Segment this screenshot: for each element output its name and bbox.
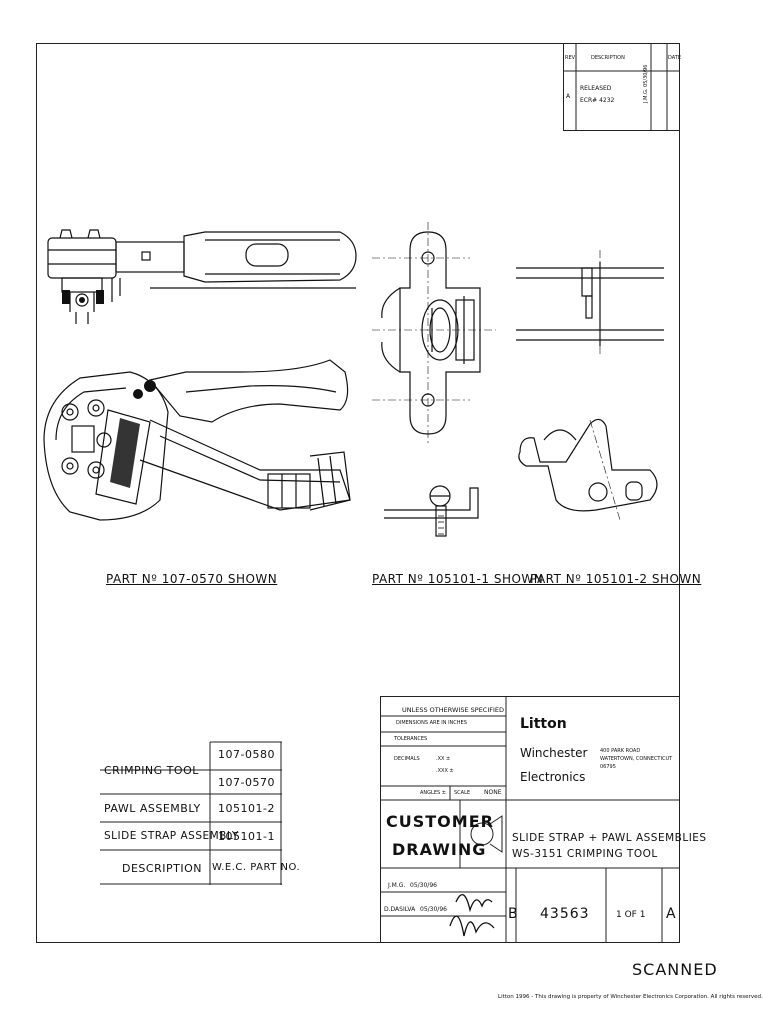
customer-drawing-line-2: DRAWING — [392, 840, 487, 859]
company-sub-2: Electronics — [520, 770, 586, 784]
tb-angles: ANGLES ± — [420, 790, 446, 796]
pawl-assembly-drawing — [516, 250, 664, 521]
view-label-crimping-tool: PART Nº 107-0570 SHOWN — [106, 572, 278, 586]
drawn-date: 05/30/96 — [410, 882, 437, 889]
drawn-by: J.M.G. — [388, 882, 406, 889]
drawing-sheet-border — [36, 43, 680, 943]
parts-row-3-description: PAWL ASSEMBLY — [104, 802, 201, 815]
parts-row-2-description: CRIMPING TOOL — [104, 764, 199, 777]
parts-row-1-part-no: 107-0580 — [218, 748, 275, 761]
crimping-tool-top-view — [47, 229, 357, 324]
revision-ecr: ECR# 4232 — [580, 97, 615, 104]
tb-tolerance-xx: .XX ± — [436, 756, 451, 762]
tb-scale-label: SCALE — [454, 790, 471, 796]
drawing-size: B — [508, 906, 518, 922]
revision-letter: A — [566, 93, 571, 100]
revision-description: RELEASED — [580, 85, 612, 92]
company-logo-text: Litton — [520, 716, 567, 732]
slide-strap-drawing — [372, 222, 496, 537]
approved-by: D.DASILVA — [384, 906, 416, 913]
revision-block: REV DESCRIPTION DATE A RELEASED ECR# 423… — [563, 43, 682, 131]
tb-tolerance-xxx: .XXX ± — [436, 768, 454, 774]
sheet-number: 1 OF 1 — [616, 910, 646, 920]
drawing-title-line-1: SLIDE STRAP + PAWL ASSEMBLIES — [512, 832, 707, 844]
company-address-1: 400 PARK ROAD — [600, 748, 641, 754]
approved-date: 05/30/96 — [420, 906, 447, 913]
tb-dimensions-note: DIMENSIONS ARE IN INCHES — [396, 720, 467, 726]
drawing-revision: A — [666, 906, 676, 922]
view-label-pawl: PART Nº 105101-2 SHOWN — [530, 572, 702, 586]
view-label-slide-strap: PART Nº 105101-1 SHOWN — [372, 572, 544, 586]
company-address-2: WATERTOWN, CONNECTICUT — [600, 756, 673, 762]
parts-row-4-part-no: 105101-1 — [218, 830, 275, 843]
parts-row-4-description: SLIDE STRAP ASSEMBLY — [104, 830, 239, 842]
drawing-title-line-2: WS-3151 CRIMPING TOOL — [512, 848, 658, 860]
title-block: UNLESS OTHERWISE SPECIFIED DIMENSIONS AR… — [380, 696, 706, 943]
tb-unless-specified: UNLESS OTHERWISE SPECIFIED — [402, 706, 505, 714]
parts-header-description: DESCRIPTION — [122, 862, 202, 875]
parts-row-2-part-no: 107-0570 — [218, 776, 275, 789]
parts-header-part-no: W.E.C. PART NO. — [212, 862, 301, 873]
tb-tolerances: TOLERANCES — [394, 736, 428, 742]
tb-decimals: DECIMALS — [394, 756, 420, 762]
scanned-stamp: SCANNED — [632, 960, 718, 979]
company-sub-1: Winchester — [520, 746, 588, 760]
crimping-tool-side-view — [43, 359, 351, 521]
parts-row-3-part-no: 105101-2 — [218, 802, 275, 815]
description-column-header: DESCRIPTION — [591, 55, 625, 61]
date-column-header: DATE — [668, 55, 682, 61]
parts-list-table: 107-0580 CRIMPING TOOL 107-0570 PAWL ASS… — [100, 741, 300, 885]
company-address-3: 06795 — [600, 764, 616, 770]
tb-scale-value: NONE — [484, 789, 502, 796]
drawing-number: 43563 — [540, 906, 590, 922]
rev-column-header: REV — [565, 55, 576, 61]
customer-drawing-line-1: CUSTOMER — [386, 812, 494, 831]
footer-copyright: Litton 1996 - This drawing is property o… — [498, 994, 763, 1000]
